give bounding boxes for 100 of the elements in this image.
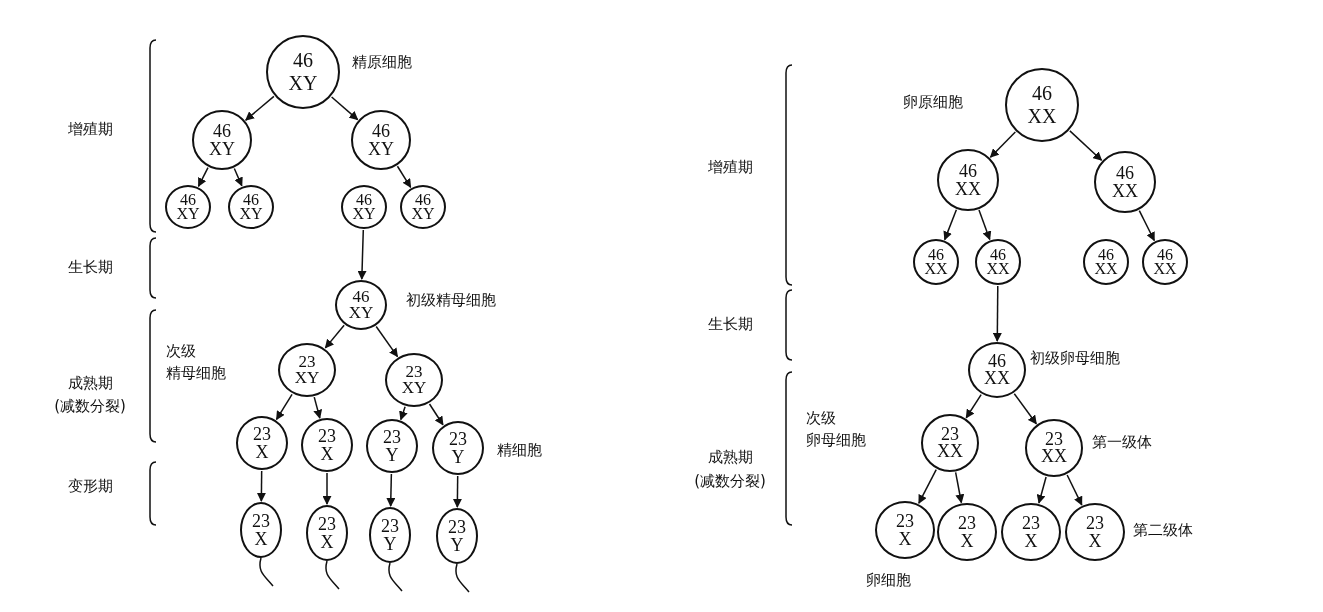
chromosome-count: 46 xyxy=(959,162,977,180)
cell-circle xyxy=(400,185,446,229)
cell-circle xyxy=(913,239,959,285)
cell-circle xyxy=(1025,419,1083,477)
chromosome-count: Y xyxy=(385,446,399,464)
arrow xyxy=(1066,474,1083,506)
chromosome-count: 46 xyxy=(415,193,431,207)
stage-label: 生长期 xyxy=(66,258,114,277)
arrow xyxy=(396,165,412,189)
arrow xyxy=(965,393,982,419)
cell-circle xyxy=(228,185,274,229)
cell-circle xyxy=(436,508,478,564)
cell-circle xyxy=(165,185,211,229)
arrow xyxy=(275,393,293,421)
chromosome-count: 46 xyxy=(1116,164,1134,182)
chromosome-count: X xyxy=(1024,532,1038,550)
chromosome-count: XX xyxy=(1041,448,1067,466)
chromosome-count: XY xyxy=(368,140,394,158)
chromosome-count: X xyxy=(898,530,912,548)
arrow xyxy=(245,95,275,121)
chromosome-count: 46 xyxy=(213,122,231,140)
chromosome-count: 23 xyxy=(448,518,466,536)
cell-circle xyxy=(341,185,387,229)
cell-label: 第一级体 xyxy=(1092,432,1152,453)
chromosome-count: X xyxy=(255,443,269,461)
cell-circle xyxy=(385,353,443,407)
arrow xyxy=(1036,476,1047,504)
arrow xyxy=(1069,130,1103,161)
cell-label: 卵细胞 xyxy=(866,570,911,591)
chromosome-count: 23 xyxy=(298,353,316,370)
arrow xyxy=(375,325,399,358)
arrow xyxy=(452,475,462,508)
chromosome-count: 46 xyxy=(352,288,370,305)
arrow xyxy=(233,167,243,187)
cell-label: 卵原细胞 xyxy=(903,92,963,113)
chromosome-count: 23 xyxy=(381,517,399,535)
stage-label: 变形期 xyxy=(66,477,114,496)
chromosome-count: 46 xyxy=(990,248,1006,262)
cell-label: 精细胞 xyxy=(497,440,542,461)
cell-circle xyxy=(369,507,411,563)
chromosome-count: XY xyxy=(239,207,263,221)
cell-circle xyxy=(240,502,282,558)
arrow xyxy=(992,285,1002,342)
chromosome-count: 46 xyxy=(988,352,1006,370)
cell-circle xyxy=(192,110,252,170)
arrow xyxy=(386,473,396,507)
stage-label: 生长期 xyxy=(706,315,754,334)
chromosome-count: XX xyxy=(1112,182,1138,200)
stage-label: (减数分裂) xyxy=(693,472,767,491)
chromosome-count: Y xyxy=(450,536,464,554)
cell-circle xyxy=(306,505,348,561)
chromosome-count: XX xyxy=(955,180,981,198)
chromosome-count: XX xyxy=(937,443,963,461)
chromosome-count: 23 xyxy=(1022,514,1040,532)
arrow xyxy=(399,406,408,421)
chromosome-count: 23 xyxy=(449,430,467,448)
chromosome-count: XY xyxy=(209,140,235,158)
chromosome-count: 46 xyxy=(1157,248,1173,262)
chromosome-count: 46 xyxy=(1098,248,1114,262)
cell-circle xyxy=(366,419,418,473)
chromosome-count: XY xyxy=(348,305,374,322)
cell-circle xyxy=(968,342,1026,398)
arrow xyxy=(1013,392,1038,425)
arrow xyxy=(330,96,359,121)
cell-circle xyxy=(432,421,484,475)
cell-circle xyxy=(278,343,336,397)
cell-circle xyxy=(301,418,353,472)
cell-label: 初级精母细胞 xyxy=(406,290,496,311)
stage-label: 成熟期 xyxy=(66,374,114,393)
arrow xyxy=(313,396,323,419)
chromosome-count: 23 xyxy=(1045,430,1063,448)
chromosome-count: 46 xyxy=(372,122,390,140)
chromosome-count: 46 xyxy=(356,193,372,207)
cell-circle xyxy=(1094,151,1156,213)
arrow xyxy=(197,166,209,188)
stage-label: 增殖期 xyxy=(706,158,754,177)
chromosome-count: X xyxy=(320,445,334,463)
arrow xyxy=(954,471,965,504)
cell-label: 次级卵母细胞 xyxy=(806,408,866,451)
chromosome-count: 23 xyxy=(252,512,270,530)
cell-circle xyxy=(1005,68,1079,142)
arrow xyxy=(357,229,367,280)
cell-circle xyxy=(351,110,411,170)
chromosome-count: 23 xyxy=(896,512,914,530)
chromosome-count: XX xyxy=(984,370,1010,388)
arrow xyxy=(943,209,958,241)
chromosome-count: XY xyxy=(411,207,435,221)
chromosome-count: 46 xyxy=(180,193,196,207)
chromosome-count: 23 xyxy=(383,428,401,446)
chromosome-count: 23 xyxy=(405,363,423,380)
chromosome-count: XX xyxy=(1027,105,1057,128)
chromosome-count: 23 xyxy=(318,515,336,533)
chromosome-count: 23 xyxy=(958,514,976,532)
cell-circle xyxy=(921,414,979,472)
stage-label: 成熟期 xyxy=(706,448,754,467)
cell-label: 精原细胞 xyxy=(352,52,412,73)
chromosome-count: 46 xyxy=(1032,82,1052,105)
chromosome-count: Y xyxy=(383,535,397,553)
cell-circle xyxy=(1142,239,1188,285)
arrow xyxy=(428,403,444,426)
